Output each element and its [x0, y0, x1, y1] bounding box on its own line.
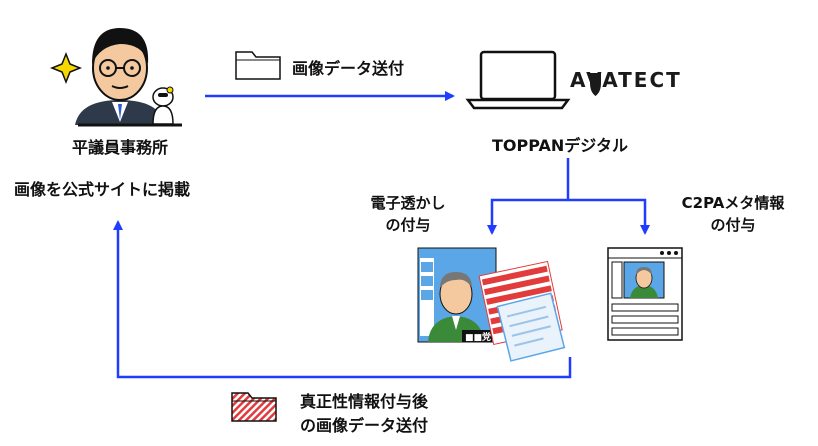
- watermark-badge: ■■党: [464, 333, 491, 343]
- c2pa-label-line1: C2PAメタ情報: [681, 194, 785, 212]
- actor-name: 平議員事務所: [71, 138, 168, 157]
- send-label: 画像データ送付: [292, 59, 405, 78]
- vendor-logo: AVATECT: [570, 68, 682, 92]
- c2pa-label-line2: の付与: [710, 216, 756, 234]
- watermark-label-line2: の付与: [385, 216, 431, 234]
- split-arrow-left: [487, 198, 568, 235]
- return-arrow: [113, 220, 572, 379]
- vendor-name: TOPPANデジタル: [492, 136, 628, 155]
- return-label-line2: の画像データ送付: [300, 416, 429, 435]
- actor-action: 画像を公式サイトに掲載: [14, 180, 191, 199]
- return-label-line1: 真正性情報付与後: [300, 392, 429, 411]
- split-arrow-right: [568, 198, 650, 235]
- watermark-label-line1: 電子透かし: [370, 194, 446, 212]
